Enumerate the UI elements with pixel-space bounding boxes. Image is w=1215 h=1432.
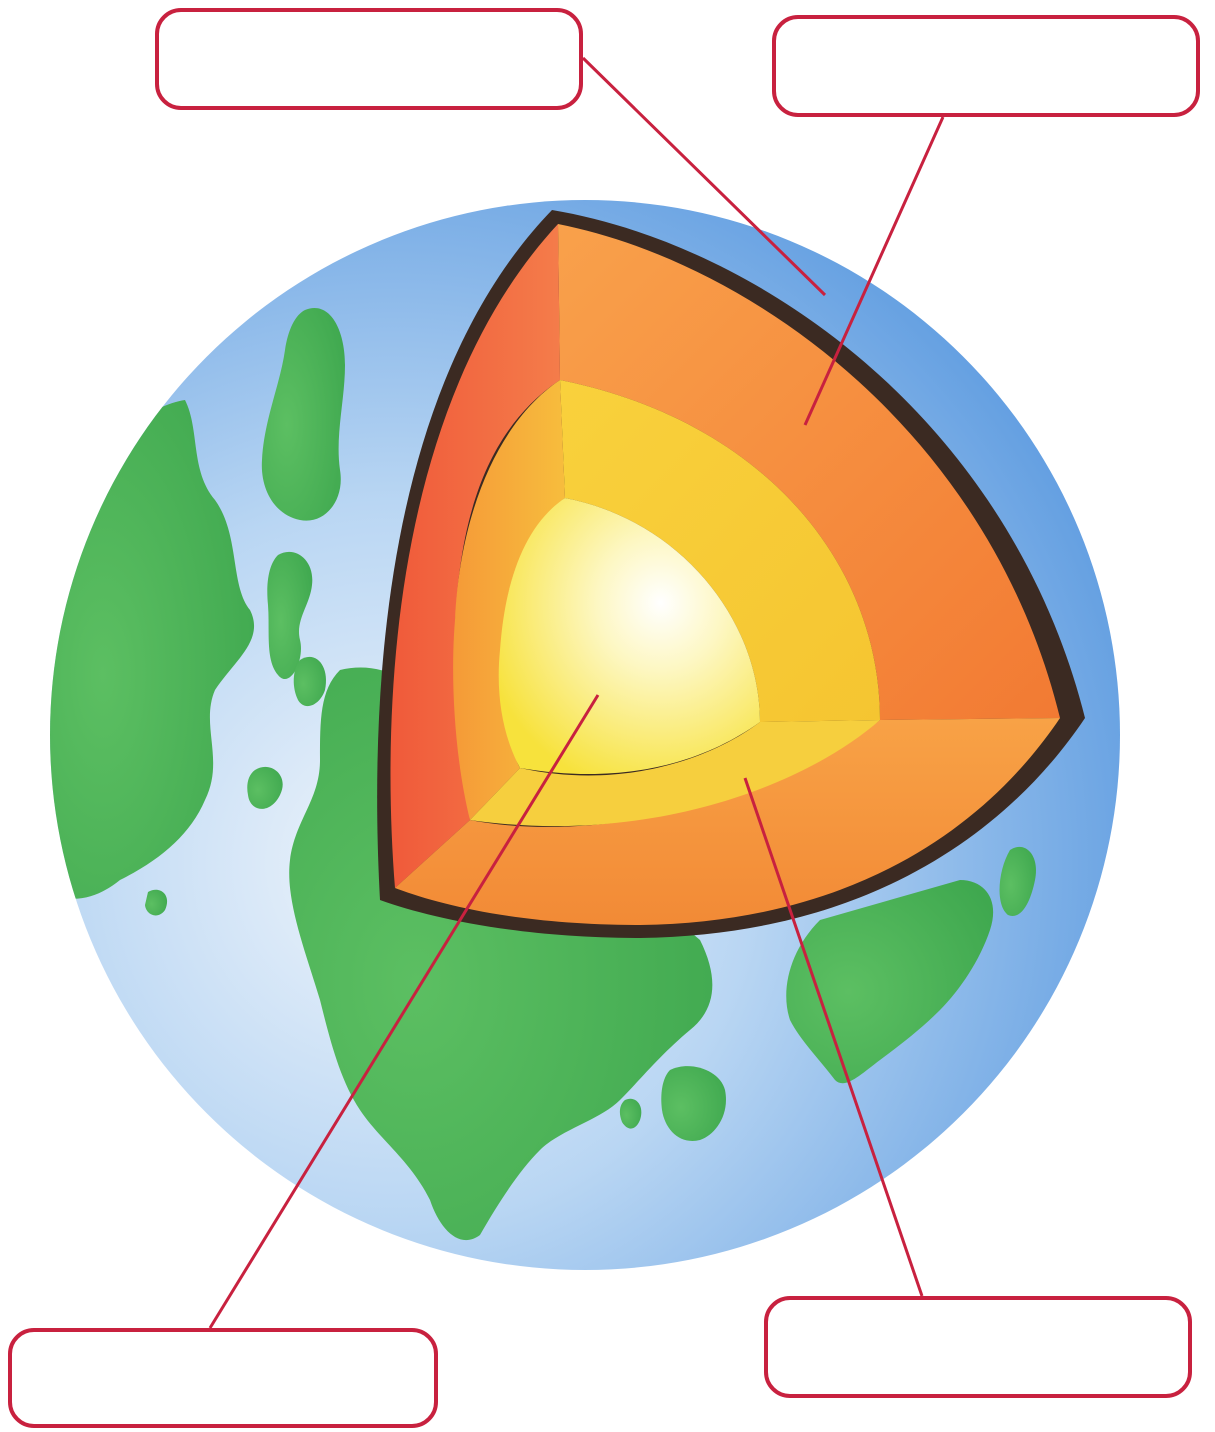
label-box-bottom-left[interactable] (8, 1328, 438, 1428)
label-box-bottom-right[interactable] (764, 1296, 1192, 1398)
earth-cutaway (377, 210, 1085, 938)
label-box-top-left[interactable] (155, 8, 583, 110)
label-box-top-right[interactable] (772, 15, 1200, 117)
